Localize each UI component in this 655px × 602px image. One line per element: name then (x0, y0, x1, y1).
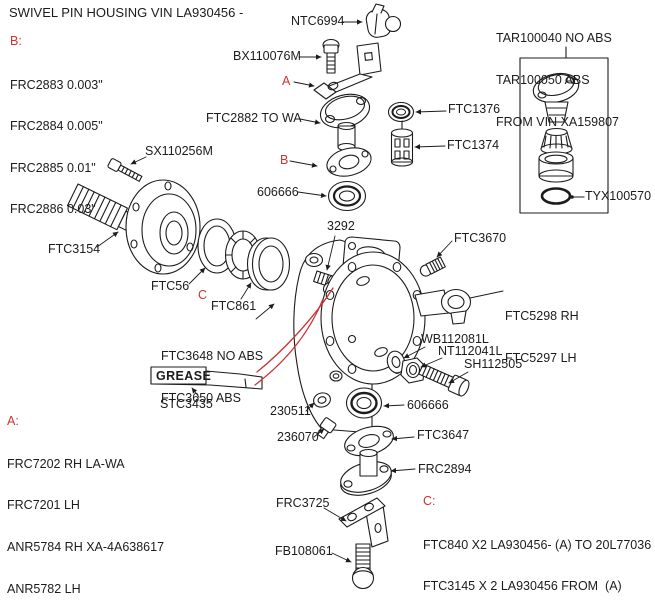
grease-tube-text: GREASE (156, 369, 212, 383)
label-606666-bottom: 606666 (407, 398, 449, 412)
inset-heading: TAR100040 NO ABS TAR100050 ABS FROM VIN … (496, 30, 619, 129)
note-b-heading: B: (10, 34, 22, 48)
label-wb112081l: WB112081L (421, 332, 489, 346)
grease-pointer-lines (254, 287, 334, 386)
label-3292: 3292 (327, 219, 355, 233)
shim-b (326, 147, 372, 177)
washer-wb112081l (386, 350, 406, 374)
label-ftc1374: FTC1374 (447, 138, 500, 152)
housing-face (320, 251, 426, 385)
inset-box-abs-pin (519, 46, 609, 214)
nut-nt112041l (400, 357, 426, 384)
note-c-list: FTC840 X2 LA930456- (A) TO 20L77036 FTC3… (423, 537, 652, 593)
bracket-frc3725 (338, 497, 389, 548)
marker-b: B (280, 153, 289, 167)
label-sh112505: SH112505 (464, 357, 523, 371)
label-steering-arm: FTC5298 RH FTC5297 LH (505, 308, 579, 366)
lower-pin-frc2894 (340, 448, 392, 496)
note-c-heading: C: (423, 494, 436, 508)
note-a-heading: A: (7, 414, 19, 428)
diagram-title: SWIVEL PIN HOUSING VIN LA930456 - (9, 5, 244, 20)
clamp-ntc6994 (365, 3, 402, 38)
label-ftc2882: FTC2882 TO WA (206, 111, 302, 125)
stub-axle-ftc3154 (66, 179, 201, 275)
bracket-abs-sensor (313, 42, 382, 100)
label-nt112041l: NT112041L (438, 344, 503, 358)
leader-lines (96, 19, 585, 563)
bolt-fb108061 (351, 543, 375, 590)
label-ftc3670: FTC3670 (454, 231, 507, 245)
swivel-housing (293, 236, 472, 434)
label-tyx100570: TYX100570 (585, 189, 652, 203)
plug-ftc3670 (419, 256, 446, 277)
label-230511: 230511 (270, 404, 311, 418)
marker-a: A (282, 74, 291, 88)
label-606666-top: 606666 (257, 185, 299, 199)
label-frc2894: FRC2894 (418, 462, 472, 476)
bearing-606666-bottom (345, 387, 383, 419)
bearing-606666-top (327, 180, 367, 212)
label-seal-abs: FTC3648 NO ABS FTC3650 ABS (161, 348, 264, 406)
grease-tube-stc3435 (150, 366, 263, 390)
bolt-sx110256m (107, 158, 143, 182)
label-ftc3154: FTC3154 (48, 242, 101, 256)
label-236070: 236070 (277, 430, 319, 444)
label-sx110256m: SX110256M (145, 144, 213, 158)
filter-ftc1374 (390, 120, 414, 167)
washer-230511 (313, 392, 331, 408)
bolt-bx110076m (322, 38, 340, 74)
label-ntc6994: NTC6994 (291, 14, 345, 28)
label-ftc861: FTC861 (211, 299, 257, 313)
inset-o-ring (540, 187, 572, 205)
label-fb108061: FB108061 (275, 544, 333, 558)
swivel-pin-ftc2882 (319, 93, 371, 152)
gasket-ftc56 (197, 218, 237, 274)
label-stc3435: STC3435 (160, 397, 213, 411)
label-frc3725: FRC3725 (276, 496, 330, 510)
label-ftc3647: FTC3647 (417, 428, 470, 442)
seal-ftc1376 (387, 101, 415, 123)
note-b-shim-list: FRC2883 0.003" FRC2884 0.005" FRC2885 0.… (10, 77, 103, 217)
note-a-list: FRC7202 RH LA-WA FRC7201 LH ANR5784 RH X… (7, 456, 165, 597)
label-ftc1376: FTC1376 (448, 102, 501, 116)
seal-ftc3648 (246, 237, 291, 291)
label-bx110076m: BX110076M (233, 49, 301, 63)
marker-c: C (198, 288, 208, 302)
label-ftc56: FTC56 (151, 279, 190, 293)
